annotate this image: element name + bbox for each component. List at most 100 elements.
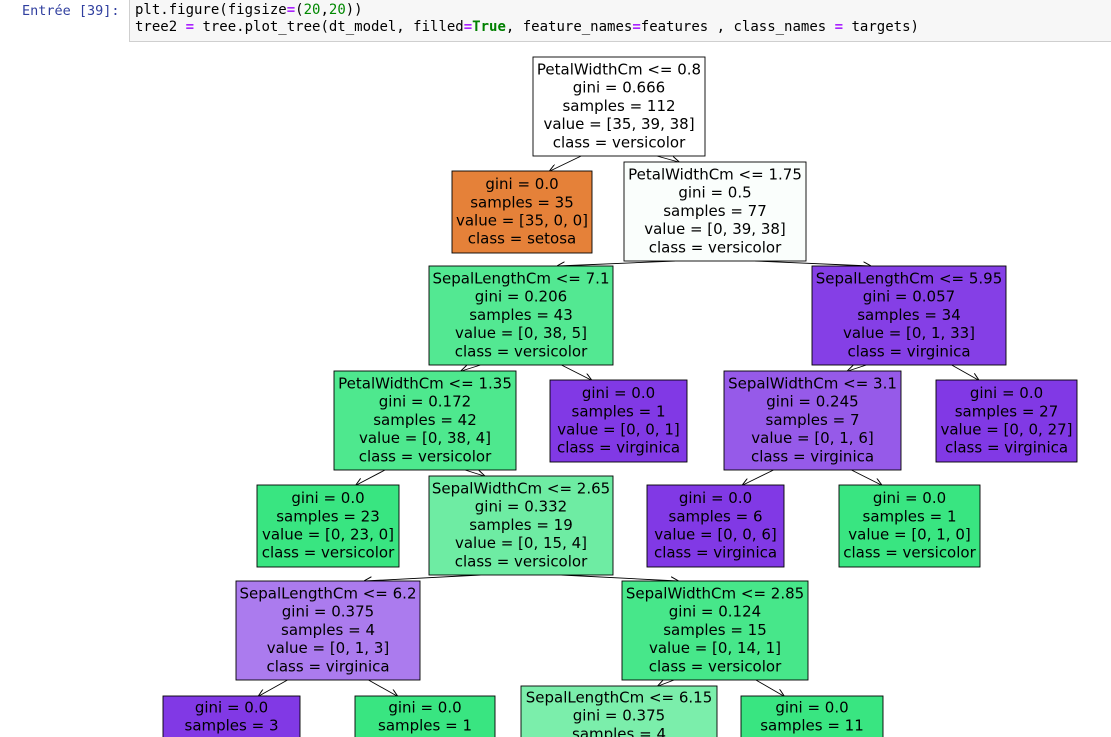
- tree-node-line: SepalLengthCm <= 6.2: [240, 585, 417, 603]
- tree-node-line: class = virginica: [557, 439, 680, 457]
- tree-node-line: value = [0, 14, 1]: [649, 639, 781, 657]
- tree-node-line: samples = 15: [663, 621, 767, 639]
- tree-node-line: PetalWidthCm <= 1.75: [628, 166, 802, 184]
- tree-edge-n0-n1: [550, 155, 582, 171]
- tree-node-box: [520, 685, 718, 737]
- tree-node-line: class = versicolor: [262, 544, 395, 562]
- tree-node-line: SepalLengthCm <= 7.1: [433, 270, 610, 288]
- tree-node-line: gini = 0.0: [195, 699, 268, 717]
- tree-node-line: value = [35, 0, 0]: [456, 212, 588, 230]
- tree-node-box: [646, 484, 785, 568]
- tree-node-box: [838, 484, 981, 568]
- tree-edge-n0-n2: [656, 155, 679, 162]
- tree-node-line: samples = 35: [470, 193, 574, 211]
- tree-node-line: SepalWidthCm <= 3.1: [728, 375, 897, 393]
- tree-node-box: [256, 484, 400, 568]
- code-cell-editor[interactable]: plt.figure(figsize=(20,20)) tree2 = tree…: [129, 0, 1111, 42]
- tree-node-line: SepalWidthCm <= 2.65: [432, 480, 610, 498]
- tree-node-line: gini = 0.0: [582, 384, 655, 402]
- code-line-1: plt.figure(figsize=(20,20)): [135, 2, 363, 18]
- tree-edge-n3-n5: [461, 364, 481, 371]
- tree-edge-n3-n6: [561, 364, 591, 380]
- tree-node-line: gini = 0.245: [766, 393, 858, 411]
- tree-node-box: [740, 695, 884, 737]
- tree-node-line: class = versicolor: [649, 238, 782, 256]
- tree-edge-n2-n4: [755, 260, 870, 266]
- tree-node-line: value = [0, 1, 3]: [267, 639, 389, 657]
- tree-edge-n2-n3: [558, 260, 675, 266]
- tree-node-line: class = versicolor: [359, 447, 492, 465]
- tree-edge-n10-n14: [561, 574, 677, 581]
- tree-node-line: gini = 0.124: [669, 603, 761, 621]
- tree-node-line: PetalWidthCm <= 1.35: [338, 375, 512, 393]
- tree-node-line: samples = 4: [572, 725, 666, 737]
- tree-node-box: [428, 475, 614, 576]
- tree-node-line: PetalWidthCm <= 0.8: [537, 61, 701, 79]
- tree-node-line: class = setosa: [468, 230, 576, 248]
- tree-node-box: [935, 379, 1078, 463]
- tree-node-line: value = [0, 0, 1]: [557, 421, 679, 439]
- tree-node-line: value = [0, 15, 4]: [455, 534, 587, 552]
- tree-edge-n7-n12: [851, 469, 881, 485]
- tree-node-line: samples = 11: [760, 717, 864, 735]
- tree-node-line: value = [0, 0, 6]: [654, 526, 776, 544]
- tree-node-box: [451, 170, 593, 254]
- tree-node-line: value = [0, 1, 0]: [848, 526, 970, 544]
- tree-edge-n7-n11: [743, 469, 774, 485]
- tree-node-box: [723, 370, 902, 471]
- cell-prompt: Entrée [39]:: [22, 3, 120, 19]
- tree-node-line: samples = 42: [373, 411, 477, 429]
- tree-node-line: samples = 34: [857, 306, 961, 324]
- tree-node-line: class = virginica: [654, 544, 777, 562]
- tree-edge-n4-n7: [848, 364, 867, 371]
- tree-node-box: [532, 56, 706, 157]
- tree-node-line: SepalLengthCm <= 5.95: [816, 270, 1003, 288]
- tree-node-line: samples = 6: [669, 507, 763, 525]
- tree-node-line: class = versicolor: [455, 342, 588, 360]
- tree-node-line: value = [0, 1, 33]: [843, 324, 975, 342]
- tree-node-line: gini = 0.332: [475, 498, 567, 516]
- tree-node-line: value = [0, 38, 5]: [455, 324, 587, 342]
- tree-node-line: value = [35, 39, 38]: [543, 115, 694, 133]
- tree-node-line: value = [0, 1, 6]: [751, 429, 873, 447]
- tree-node-line: class = versicolor: [843, 544, 976, 562]
- tree-node-line: gini = 0.0: [291, 489, 364, 507]
- tree-node-line: samples = 7: [766, 411, 860, 429]
- tree-node-line: value = [0, 23, 0]: [262, 526, 394, 544]
- tree-edge-n4-n8: [951, 364, 979, 380]
- tree-node-line: class = versicolor: [455, 552, 588, 570]
- tree-node-box: [811, 265, 1007, 366]
- tree-node-line: gini = 0.0: [679, 489, 752, 507]
- tree-node-box: [333, 370, 517, 471]
- tree-node-line: samples = 1: [863, 507, 957, 525]
- tree-node-line: gini = 0.172: [379, 393, 471, 411]
- tree-node-line: gini = 0.5: [678, 184, 751, 202]
- tree-node-line: gini = 0.0: [873, 489, 946, 507]
- tree-edge-n13-n16: [368, 679, 397, 696]
- tree-edge-n14-n18: [755, 679, 784, 696]
- tree-node-line: samples = 43: [469, 306, 573, 324]
- tree-node-line: gini = 0.666: [573, 79, 665, 97]
- tree-node-line: samples = 77: [663, 202, 767, 220]
- tree-node-box: [623, 161, 807, 262]
- tree-node-line: gini = 0.0: [775, 699, 848, 717]
- tree-node-line: samples = 112: [562, 97, 675, 115]
- tree-node-line: samples = 27: [955, 402, 1059, 420]
- tree-edge-n5-n9: [356, 469, 386, 485]
